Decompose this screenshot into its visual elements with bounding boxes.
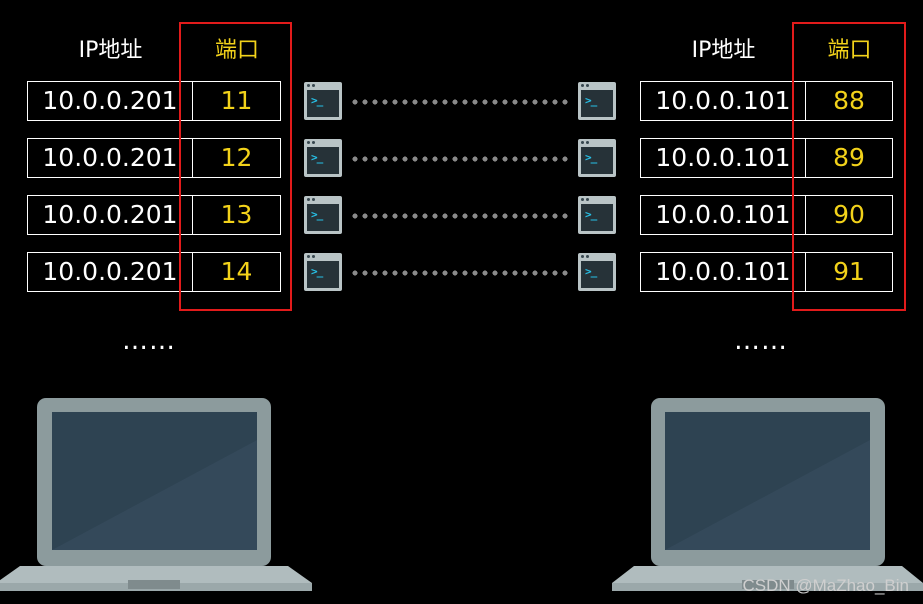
connection-line-1: [350, 99, 572, 105]
right-ip-cell: 10.0.0.101: [641, 196, 806, 234]
right-laptop-icon: [612, 398, 923, 591]
right-ellipsis: ……: [734, 328, 788, 354]
left-ellipsis: ……: [122, 328, 176, 354]
left-terminal-icon-2: >_: [304, 139, 342, 177]
left-laptop-icon: [0, 398, 312, 591]
left-ip-cell: 10.0.0.201: [28, 253, 193, 291]
left-ip-cell: 10.0.0.201: [28, 139, 193, 177]
laptops-layer: [0, 390, 923, 604]
left-ip-header: IP地址: [28, 36, 193, 66]
right-ip-header: IP地址: [641, 36, 806, 66]
left-port-highlight-box: [179, 22, 292, 311]
left-terminal-icon-4: >_: [304, 253, 342, 291]
right-terminal-icon-4: >_: [578, 253, 616, 291]
right-ip-cell: 10.0.0.101: [641, 139, 806, 177]
right-ip-cell: 10.0.0.101: [641, 82, 806, 120]
right-ip-cell: 10.0.0.101: [641, 253, 806, 291]
watermark: CSDN @MaZhao_Bin: [742, 576, 909, 596]
connection-line-4: [350, 270, 572, 276]
right-port-highlight-box: [792, 22, 906, 311]
left-ip-cell: 10.0.0.201: [28, 196, 193, 234]
right-terminal-icon-1: >_: [578, 82, 616, 120]
right-terminal-icon-2: >_: [578, 139, 616, 177]
connection-line-2: [350, 156, 572, 162]
left-terminal-icon-3: >_: [304, 196, 342, 234]
connection-line-3: [350, 213, 572, 219]
left-ip-cell: 10.0.0.201: [28, 82, 193, 120]
right-terminal-icon-3: >_: [578, 196, 616, 234]
left-terminal-icon-1: >_: [304, 82, 342, 120]
